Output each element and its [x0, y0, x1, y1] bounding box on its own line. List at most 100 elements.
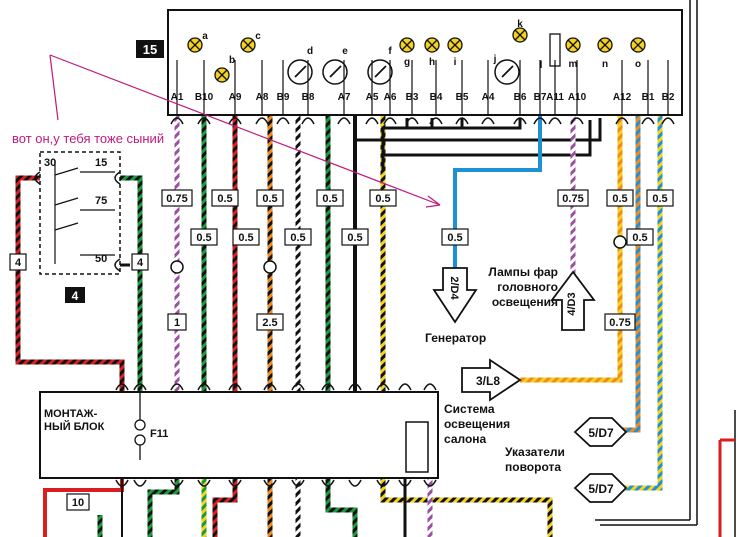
block-connector-icon — [133, 383, 147, 391]
fuse-label: F11 — [150, 428, 168, 440]
interior-label: Система освещения салона — [444, 402, 511, 446]
pin-connector-icon — [661, 117, 675, 125]
wire-size-label: 0.5 — [190, 228, 218, 246]
svg-text:0.5: 0.5 — [375, 193, 390, 205]
cluster-pin-label: B5 — [456, 92, 469, 103]
block-connector-icon — [263, 383, 277, 391]
svg-text:4: 4 — [15, 257, 22, 269]
lamp-letter: a — [202, 31, 208, 42]
pin-connector-icon — [365, 117, 379, 125]
pin-connector-icon — [197, 117, 211, 125]
block-connector-icon — [348, 479, 362, 487]
block-connector-icon — [348, 383, 362, 391]
wire-size-label: 0.5 — [316, 189, 344, 207]
cluster-pin-label: B2 — [662, 92, 675, 103]
annotation-text: вот он,у тебя тоже сыний — [12, 131, 164, 146]
ignition-relay-box — [39, 151, 121, 275]
relay-pin-30: 30 — [44, 157, 56, 169]
annotation-arrow — [49, 54, 441, 206]
cluster-pin-label: A1 — [171, 92, 184, 103]
svg-text:0.5: 0.5 — [262, 193, 277, 205]
block-connector-icon — [291, 383, 305, 391]
block-connector-icon — [321, 383, 335, 391]
turn-signal-arrow-2 — [573, 473, 628, 503]
headlamps-arrow — [550, 270, 596, 331]
relay-connector-icon — [34, 171, 41, 185]
lamp-letter: c — [255, 31, 261, 42]
mount-block-label: МОНТАЖ-НЫЙ БЛОК — [44, 408, 105, 433]
lamp-letter: m — [569, 59, 578, 70]
svg-text:1: 1 — [174, 317, 180, 329]
wire-size-label: 0.5 — [441, 228, 469, 246]
wire-size-label: 0.75 — [604, 313, 636, 331]
svg-text:2.5: 2.5 — [262, 317, 277, 329]
svg-text:0.5: 0.5 — [632, 232, 647, 244]
pin-connector-icon — [383, 117, 397, 125]
relay-id-badge — [65, 287, 85, 303]
wire-size-label: 4 — [131, 253, 149, 271]
pin-connector-icon — [337, 117, 351, 125]
generator-arrow — [432, 267, 478, 324]
cluster-pin-label: A6 — [384, 92, 397, 103]
svg-text:0.5: 0.5 — [652, 193, 667, 205]
pin-connector-icon — [615, 117, 629, 125]
cluster-pin-label: A5 — [366, 92, 379, 103]
cluster-pin-label: A11 — [546, 92, 564, 103]
pin-connector-icon — [455, 117, 469, 125]
svg-text:4: 4 — [137, 257, 144, 269]
wire-size-label: 0.5 — [626, 228, 654, 246]
svg-text:0.5: 0.5 — [347, 232, 362, 244]
block-connector-icon — [115, 479, 129, 487]
block-connector-icon — [197, 383, 211, 391]
relay-pin-15: 15 — [95, 157, 107, 169]
wire-size-label: 0.5 — [646, 189, 674, 207]
indicator-lamp-icon — [187, 37, 203, 53]
wire-size-label: 0.5 — [369, 189, 397, 207]
cluster-pin-label: A12 — [613, 92, 632, 103]
lamp-letter: l — [540, 60, 543, 71]
cluster-pin-label: B6 — [514, 92, 527, 103]
lamp-letter: b — [229, 55, 235, 66]
lamp-letter: f — [388, 46, 392, 57]
block-connector-icon — [423, 383, 437, 391]
wire-size-label: 4 — [9, 253, 27, 271]
cluster-pin-label: B10 — [195, 92, 214, 103]
indicator-lamp-icon — [512, 27, 528, 43]
wire-size-label: 0.5 — [232, 228, 260, 246]
pin-connector-icon — [405, 117, 419, 125]
pin-connector-icon — [533, 117, 547, 125]
wire-size-label: 1 — [167, 313, 187, 331]
block-connector-icon — [228, 479, 242, 487]
instrument-cluster-box — [167, 9, 683, 116]
cluster-pin-label: B7 — [534, 92, 547, 103]
cluster-pin-label: B1 — [642, 92, 655, 103]
wire-size-label: 10 — [66, 493, 90, 511]
pin-connector-icon — [228, 117, 242, 125]
block-connector-icon — [398, 383, 412, 391]
wire-size-label: 0.75 — [557, 189, 589, 207]
block-connector-icon — [291, 479, 305, 487]
gauge-icon — [367, 59, 393, 85]
block-connector-icon — [133, 479, 147, 487]
wire-size-label: 0.5 — [211, 189, 239, 207]
lamp-letter: e — [342, 46, 348, 57]
relay-connector-icon — [114, 258, 121, 272]
wire-size-label: 2.5 — [256, 313, 284, 331]
gauge-icon — [494, 59, 520, 85]
indicator-lamp-icon — [424, 37, 440, 53]
pin-connector-icon — [301, 117, 315, 125]
cluster-pin-label: A4 — [482, 92, 495, 103]
svg-text:0.5: 0.5 — [447, 232, 462, 244]
lamp-letter: o — [635, 59, 641, 70]
wire-size-label: 0.75 — [161, 189, 193, 207]
relay-pin-50: 50 — [95, 253, 107, 265]
pin-connector-icon — [513, 117, 527, 125]
lamp-letter: k — [517, 19, 523, 30]
mount-block-box — [39, 391, 439, 479]
relay-id: 4 — [72, 289, 79, 303]
pin-connector-icon — [481, 117, 495, 125]
wire-size-label: 0.5 — [341, 228, 369, 246]
indicator-lamp-icon — [214, 67, 230, 83]
interior-arrow — [461, 358, 522, 402]
